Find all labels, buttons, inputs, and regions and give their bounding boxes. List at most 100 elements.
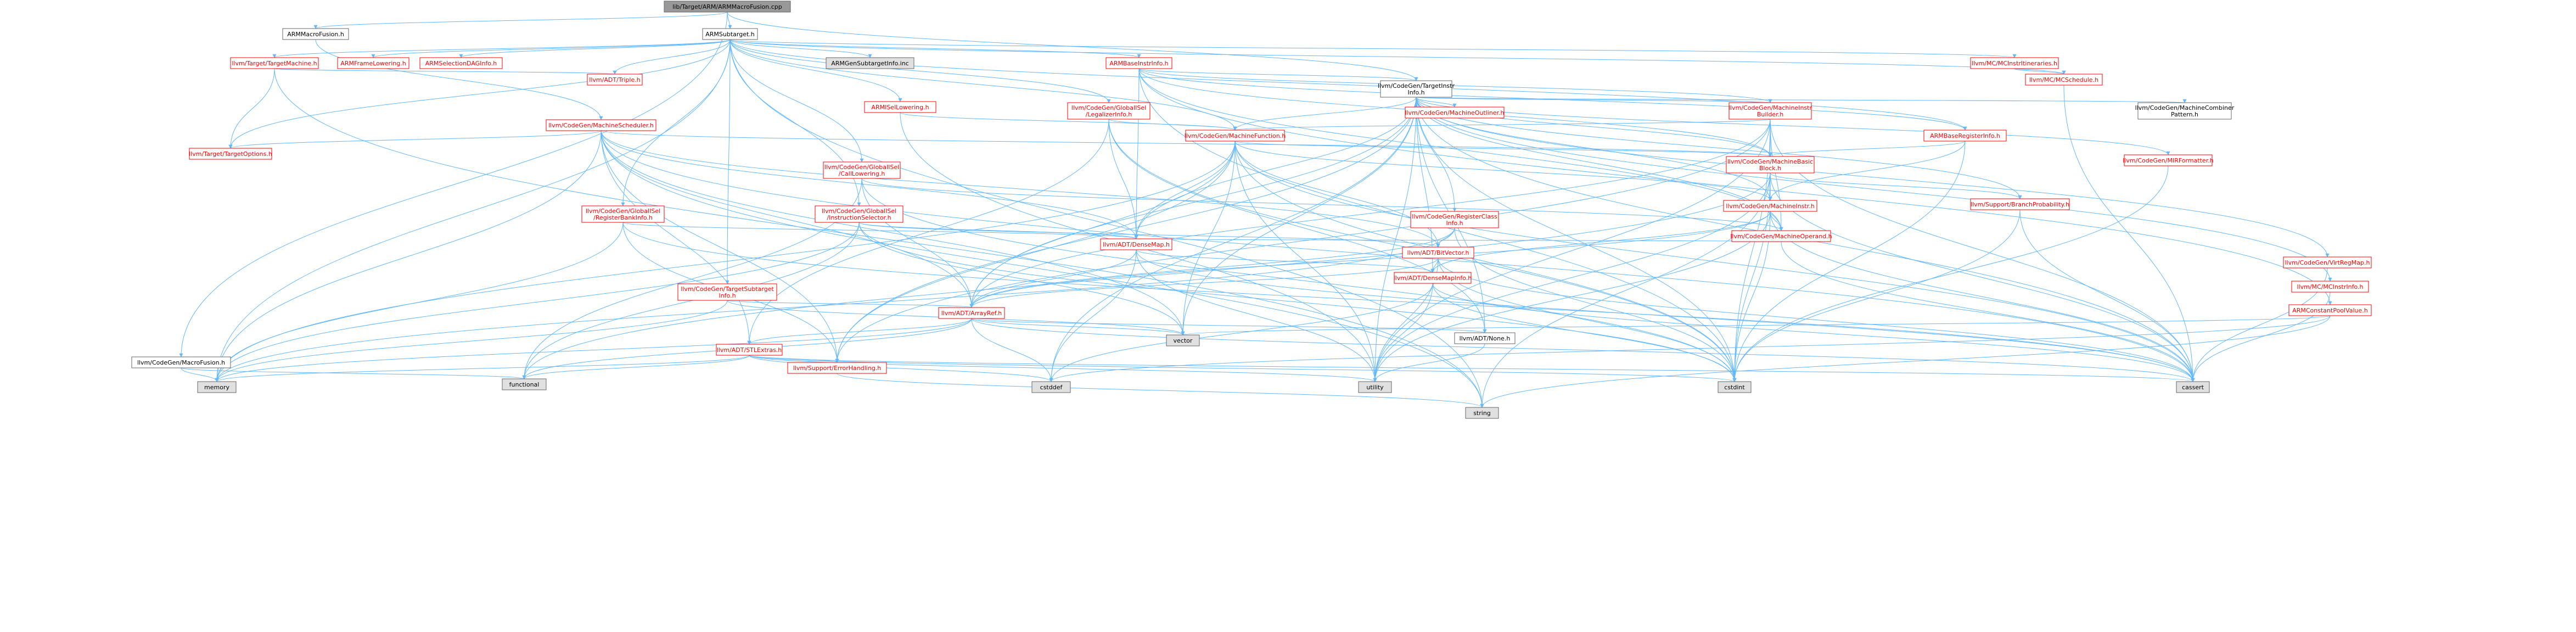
node-branchprobability[interactable]: llvm/Support/BranchProbability.h bbox=[1970, 198, 2070, 210]
dependency-edge bbox=[861, 178, 1737, 382]
dependency-edge bbox=[1770, 211, 2195, 382]
dependency-edge bbox=[2014, 68, 2066, 75]
dependency-edge bbox=[2019, 209, 2195, 382]
node-cstdint[interactable]: cstdint bbox=[1718, 381, 1752, 393]
node-machinescheduler[interactable]: llvm/CodeGen/MachineScheduler.h bbox=[546, 119, 656, 131]
node-machineinstr[interactable]: llvm/CodeGen/MachineInstr.h bbox=[1723, 200, 1817, 212]
node-densemapinfo[interactable]: llvm/ADT/DenseMapInfo.h bbox=[1394, 272, 1472, 284]
dependency-edge bbox=[1416, 97, 1737, 382]
node-calllowering[interactable]: llvm/CodeGen/GlobalISel/CallLowering.h bbox=[823, 161, 901, 179]
node-label: llvm/CodeGen/MachineCombiner bbox=[2135, 104, 2235, 111]
dependency-edge bbox=[522, 355, 750, 379]
node-label: ARMConstantPoolValue.h bbox=[2292, 307, 2368, 314]
dependency-edge bbox=[1416, 97, 2332, 282]
node-label: cassert bbox=[2182, 384, 2204, 391]
dependency-edge bbox=[971, 318, 1487, 333]
node-armtelowering[interactable]: ARMISelLowering.h bbox=[864, 101, 936, 113]
node-mcinstrinfo[interactable]: llvm/MC/MCInstrInfo.h bbox=[2291, 281, 2369, 293]
dependency-edge bbox=[729, 39, 1237, 131]
dependency-edge bbox=[971, 318, 1185, 335]
dependency-edge bbox=[727, 300, 974, 308]
dependency-edge bbox=[1234, 141, 1772, 201]
node-armmacrofusionh[interactable]: ARMMacroFusion.h bbox=[282, 28, 349, 40]
node-machinefunction[interactable]: llvm/CodeGen/MachineFunction.h bbox=[1185, 130, 1286, 142]
node-memory[interactable]: memory bbox=[197, 381, 237, 393]
node-cassert[interactable]: cassert bbox=[2176, 381, 2210, 393]
node-cstddef[interactable]: cstddef bbox=[1031, 381, 1071, 393]
node-targetoptions[interactable]: llvm/Target/TargetOptions.h bbox=[189, 148, 272, 160]
dependency-edge bbox=[1430, 211, 1771, 273]
dependency-edge bbox=[1373, 97, 1417, 382]
node-errorhandling[interactable]: llvm/Support/ErrorHandling.h bbox=[787, 362, 887, 374]
dependency-edge bbox=[1134, 141, 1236, 239]
dependency-edge bbox=[969, 141, 1236, 308]
node-bitvector[interactable]: llvm/ADT/BitVector.h bbox=[1402, 247, 1474, 259]
dependency-edge bbox=[729, 39, 1141, 58]
dependency-edge bbox=[969, 227, 1455, 308]
node-triple[interactable]: llvm/ADT/Triple.h bbox=[587, 74, 643, 86]
node-label: llvm/CodeGen/RegisterClass bbox=[1412, 213, 1497, 220]
dependency-edge bbox=[1233, 97, 1417, 131]
node-armselectiondag[interactable]: ARMSelectionDAGInfo.h bbox=[419, 57, 503, 69]
dependency-edge bbox=[1732, 165, 2169, 382]
node-vector[interactable]: vector bbox=[1166, 334, 1200, 346]
node-armsubtarget[interactable]: ARMSubtarget.h bbox=[702, 28, 758, 40]
node-armbaseinstrinfo[interactable]: ARMBaseInstrInfo.h bbox=[1105, 57, 1172, 69]
node-label: llvm/CodeGen/TargetInstr bbox=[1378, 82, 1455, 90]
node-mirformatter[interactable]: llvm/CodeGen/MIRFormatter.h bbox=[2123, 154, 2214, 166]
node-label: llvm/CodeGen/MachineBasic bbox=[1727, 158, 1813, 165]
node-label: llvm/ADT/ArrayRef.h bbox=[941, 310, 1002, 317]
node-mcinstritineraries[interactable]: llvm/MC/MCInstrItineraries.h bbox=[1970, 57, 2059, 69]
dependency-edge bbox=[1732, 209, 2021, 382]
node-label: llvm/ADT/DenseMapInfo.h bbox=[1394, 275, 1472, 282]
node-registerbankinfo[interactable]: llvm/CodeGen/GlobalISel/RegisterBankInfo… bbox=[581, 205, 665, 223]
node-utility[interactable]: utility bbox=[1358, 381, 1392, 393]
node-machineoutliner[interactable]: llvm/CodeGen/MachineOutliner.h bbox=[1405, 107, 1505, 119]
node-label: ARMGenSubtargetInfo.inc bbox=[831, 60, 909, 67]
node-label: string bbox=[1473, 410, 1491, 417]
dependency-edge bbox=[835, 119, 1771, 363]
node-densemap[interactable]: llvm/ADT/DenseMap.h bbox=[1100, 238, 1172, 250]
node-instructionselector[interactable]: llvm/CodeGen/GlobalISel/InstructionSelec… bbox=[815, 205, 903, 223]
node-label: llvm/CodeGen/MIRFormatter.h bbox=[2123, 157, 2213, 164]
node-label: ARMBaseRegisterInfo.h bbox=[1930, 132, 2000, 139]
dependency-edge bbox=[837, 373, 1484, 408]
dependency-edge bbox=[600, 130, 1484, 408]
dependency-edge bbox=[1416, 97, 2186, 103]
node-label: llvm/ADT/BitVector.h bbox=[1407, 249, 1469, 256]
node-armbaseregisterinfo[interactable]: ARMBaseRegisterInfo.h bbox=[1923, 130, 2007, 142]
node-machineoperand[interactable]: llvm/CodeGen/MachineOperand.h bbox=[1730, 230, 1832, 242]
node-label: memory bbox=[204, 384, 229, 391]
node-virtregmap[interactable]: llvm/CodeGen/VirtRegMap.h bbox=[2283, 256, 2372, 269]
node-codegenmacrofusion[interactable]: llvm/CodeGen/MacroFusion.h bbox=[131, 356, 231, 368]
node-string[interactable]: string bbox=[1465, 407, 1499, 419]
dependency-edge bbox=[600, 130, 1772, 157]
node-root[interactable]: lib/Target/ARM/ARMMacroFusion.cpp bbox=[664, 1, 791, 13]
node-label: utility bbox=[1366, 384, 1384, 391]
dependency-edge bbox=[1181, 315, 2331, 335]
node-label: cstdint bbox=[1724, 384, 1745, 391]
node-armframelowering[interactable]: ARMFrameLowering.h bbox=[337, 57, 409, 69]
node-arrayref[interactable]: llvm/ADT/ArrayRef.h bbox=[938, 307, 1005, 319]
dependency-edge bbox=[1138, 68, 2332, 305]
dependency-edge bbox=[858, 222, 1185, 335]
node-none[interactable]: llvm/ADT/None.h bbox=[1454, 332, 1516, 344]
node-mcschedule[interactable]: llvm/MC/MCSchedule.h bbox=[2025, 74, 2103, 86]
node-armconstantpool[interactable]: ARMConstantPoolValue.h bbox=[2288, 304, 2372, 316]
node-armgensubtarget[interactable]: ARMGenSubtargetInfo.inc bbox=[826, 57, 914, 69]
node-legalizerinfo[interactable]: llvm/CodeGen/GlobalISel/LegalizerInfo.h bbox=[1067, 102, 1150, 120]
node-targetmachine[interactable]: llvm/Target/TargetMachine.h bbox=[230, 57, 319, 69]
node-stlextras[interactable]: llvm/ADT/STLExtras.h bbox=[716, 344, 783, 356]
dependency-edge bbox=[2063, 85, 2195, 382]
dependency-edge bbox=[600, 130, 1138, 239]
dependency-edge bbox=[215, 227, 1455, 382]
dependency-edge bbox=[622, 222, 2195, 382]
node-label: ARMSubtarget.h bbox=[705, 31, 755, 38]
node-functional[interactable]: functional bbox=[502, 378, 547, 390]
